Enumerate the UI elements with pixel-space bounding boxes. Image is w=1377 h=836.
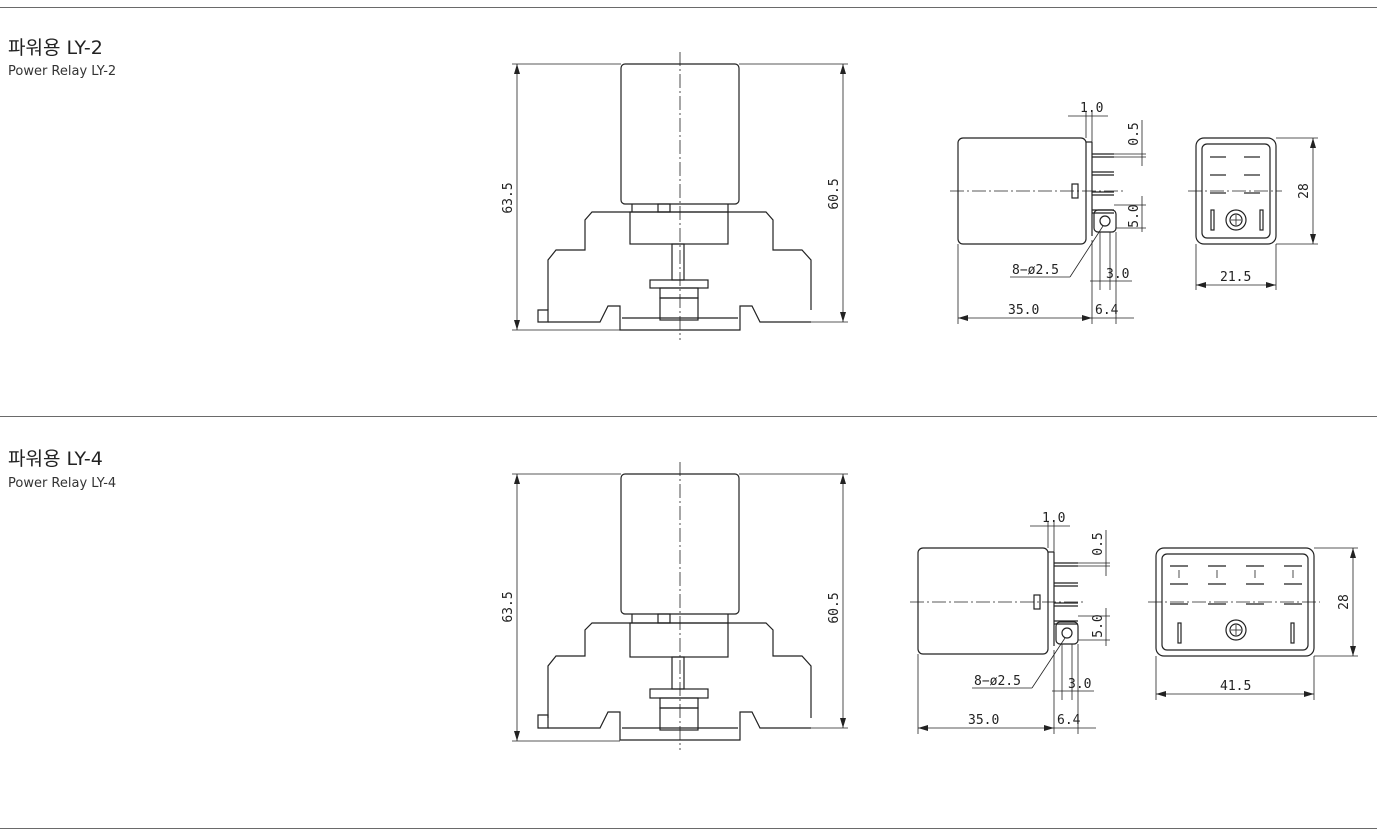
- front-view: 28 41.5: [1148, 547, 1358, 700]
- dim-overall-height: 63.5: [501, 182, 516, 213]
- section-ly4: 파워용 LY-4 Power Relay LY-4 63.5: [0, 418, 1377, 828]
- dim-front-height: 28: [1337, 594, 1352, 610]
- dim-pin-width: 1.0: [1042, 511, 1065, 526]
- dim-pin-pitch: 5.0: [1127, 204, 1142, 227]
- top-view: 1.0 0.5 5.0 8−ø2.5 3.0: [910, 511, 1110, 734]
- middle-divider: [0, 416, 1377, 417]
- ly4-dimension-drawing: 63.5 60.5: [501, 462, 1358, 750]
- dim-body-height: 60.5: [827, 592, 842, 623]
- dim-hole-offset: 3.0: [1068, 677, 1091, 692]
- dim-body-length: 35.0: [968, 713, 999, 728]
- top-divider: [0, 7, 1377, 8]
- dim-hole-spec: 8−ø2.5: [1012, 263, 1059, 278]
- dim-pin-pitch: 5.0: [1091, 614, 1106, 637]
- front-view: 28 21.5: [1188, 137, 1318, 290]
- side-view: 63.5 60.5: [501, 462, 848, 750]
- dim-pin-thickness: 0.5: [1091, 532, 1106, 555]
- section-title: 파워용 LY-4: [8, 448, 103, 470]
- dim-pin-thickness: 0.5: [1127, 122, 1142, 145]
- section-title: 파워용 LY-2: [8, 37, 103, 59]
- dim-body-height: 60.5: [827, 178, 842, 209]
- dim-body-length: 35.0: [1008, 303, 1039, 318]
- dim-pin-length: 6.4: [1057, 713, 1081, 728]
- side-view: 63.5 60.5: [501, 52, 848, 340]
- section-ly2: 파워용 LY-2 Power Relay LY-2 63.5: [0, 0, 1377, 410]
- section-subtitle: Power Relay LY-4: [8, 476, 117, 491]
- dim-hole-offset: 3.0: [1106, 267, 1129, 282]
- dim-hole-spec: 8−ø2.5: [974, 674, 1021, 689]
- dim-front-height: 28: [1297, 183, 1312, 199]
- dim-pin-width: 1.0: [1080, 101, 1103, 116]
- ly2-dimension-drawing: 63.5 60.5: [501, 52, 1318, 340]
- dim-front-width: 41.5: [1220, 679, 1251, 694]
- top-view: 1.0 0.5 5.0 8−ø2.5 3.0: [950, 101, 1146, 324]
- dim-pin-length: 6.4: [1095, 303, 1119, 318]
- section-subtitle: Power Relay LY-2: [8, 64, 117, 79]
- dim-overall-height: 63.5: [501, 591, 516, 622]
- bottom-divider: [0, 828, 1377, 829]
- dim-front-width: 21.5: [1220, 270, 1251, 285]
